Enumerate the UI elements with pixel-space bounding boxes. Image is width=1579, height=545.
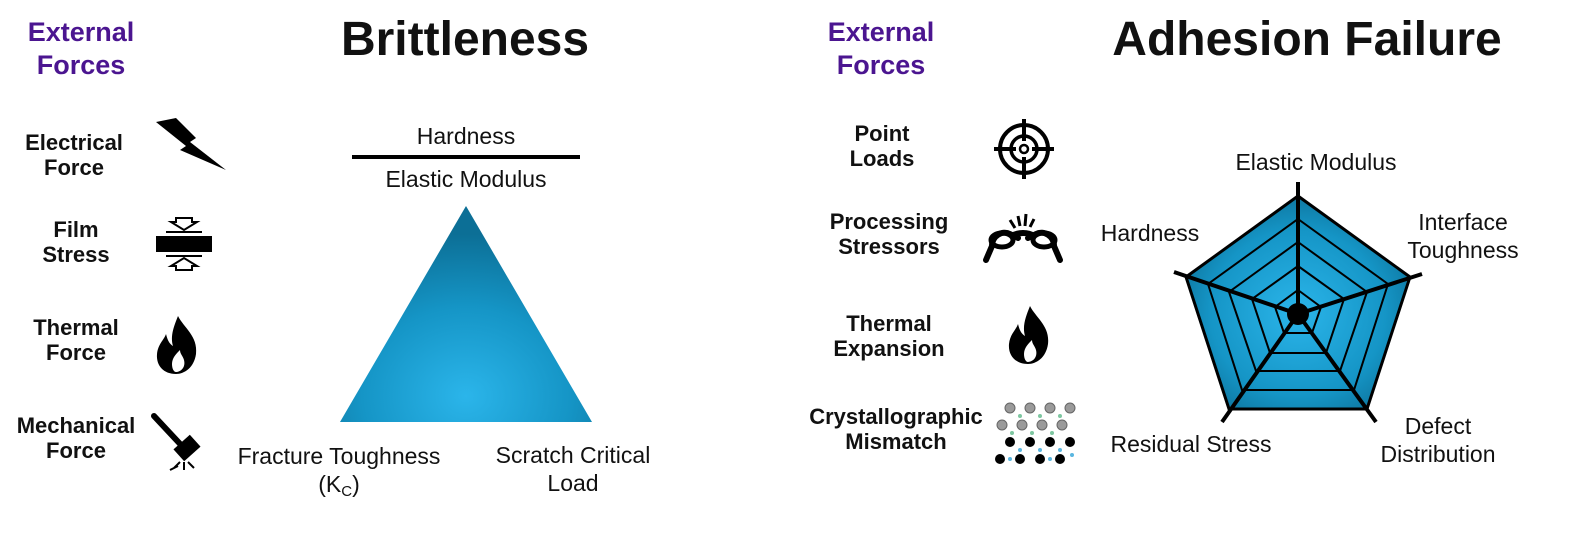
- force-label-line2: Loads: [849, 146, 915, 171]
- force-label-line1: Thermal: [33, 315, 119, 340]
- force-label-line1: Crystallographic: [809, 404, 983, 429]
- flame-icon: [156, 316, 197, 374]
- left-external-forces-line2: Forces: [36, 50, 126, 80]
- right-external-forces-line2: Forces: [836, 50, 926, 80]
- force-label-line1: Film: [53, 217, 99, 242]
- force-label-line1: Point: [854, 121, 910, 146]
- fraction-bar: [352, 155, 580, 159]
- breaking-chain-icon: [983, 213, 1063, 263]
- force-label-electrical: Electrical Force: [14, 130, 134, 180]
- force-label-line1: Processing: [829, 209, 949, 234]
- adhesion-radar-chart: [1173, 182, 1423, 424]
- triangle-right-label: Scratch Critical Load: [482, 441, 664, 497]
- radar-label-defect-distribution: Defect Distribution: [1366, 412, 1510, 468]
- lightning-bolt-icon: [156, 118, 226, 170]
- compressed-film-icon: [156, 217, 212, 271]
- force-label-thermal-expansion: Thermal Expansion: [814, 311, 964, 361]
- brittleness-title: Brittleness: [340, 13, 590, 66]
- triangle-left-label-line1: Fracture Toughness: [237, 443, 441, 469]
- fraction-numerator: Hardness: [416, 123, 516, 149]
- force-label-point-loads: Point Loads: [822, 121, 942, 171]
- radar-label-hardness: Hardness: [1100, 220, 1200, 246]
- kc-close: ): [352, 471, 360, 497]
- force-label-crystallographic-mismatch: Crystallographic Mismatch: [800, 404, 992, 454]
- brittleness-triangle: [340, 206, 592, 422]
- crosshair-icon: [994, 119, 1054, 179]
- force-label-line2: Expansion: [833, 336, 945, 361]
- triangle-right-label-line1: Scratch Critical: [495, 442, 651, 468]
- radar-label-interface-toughness-line2: Toughness: [1407, 237, 1519, 263]
- force-label-line2: Force: [44, 155, 104, 180]
- force-label-line1: Thermal: [846, 311, 932, 336]
- left-external-forces-line1: External: [27, 17, 135, 47]
- left-external-forces-heading: External Forces: [6, 16, 156, 82]
- force-label-line2: Force: [46, 438, 106, 463]
- radar-label-interface-toughness-line1: Interface: [1418, 209, 1508, 235]
- radar-label-defect-distribution-line1: Defect: [1404, 413, 1472, 439]
- crystal-lattice-icon: [995, 402, 1076, 464]
- force-label-line1: Electrical: [25, 130, 123, 155]
- force-label-line2: Mismatch: [845, 429, 947, 454]
- triangle-left-label-line2: (KC): [222, 470, 456, 506]
- triangle-left-label: Fracture Toughness (KC): [222, 442, 456, 506]
- force-label-processing-stressors: Processing Stressors: [814, 209, 964, 259]
- kc-subscript: C: [341, 483, 353, 500]
- fraction-denominator: Elastic Modulus: [385, 166, 547, 192]
- adhesion-failure-title: Adhesion Failure: [1112, 13, 1502, 66]
- force-label-thermal: Thermal Force: [16, 315, 136, 365]
- kc-open: (K: [318, 471, 342, 497]
- radar-label-residual-stress: Residual Stress: [1110, 431, 1272, 457]
- triangle-right-label-line2: Load: [547, 470, 599, 496]
- right-external-forces-line1: External: [827, 17, 935, 47]
- radar-label-interface-toughness: Interface Toughness: [1398, 208, 1528, 264]
- flame-icon: [1008, 306, 1049, 364]
- force-label-line2: Stress: [42, 242, 110, 267]
- radar-label-elastic-modulus: Elastic Modulus: [1235, 149, 1397, 175]
- force-label-mechanical: Mechanical Force: [6, 413, 146, 463]
- force-label-line2: Stressors: [838, 234, 940, 259]
- hammer-icon: [151, 413, 201, 471]
- force-label-film-stress: Film Stress: [16, 217, 136, 267]
- force-label-line1: Mechanical: [16, 413, 136, 438]
- force-label-line2: Force: [46, 340, 106, 365]
- right-external-forces-heading: External Forces: [806, 16, 956, 82]
- radar-label-defect-distribution-line2: Distribution: [1380, 441, 1496, 467]
